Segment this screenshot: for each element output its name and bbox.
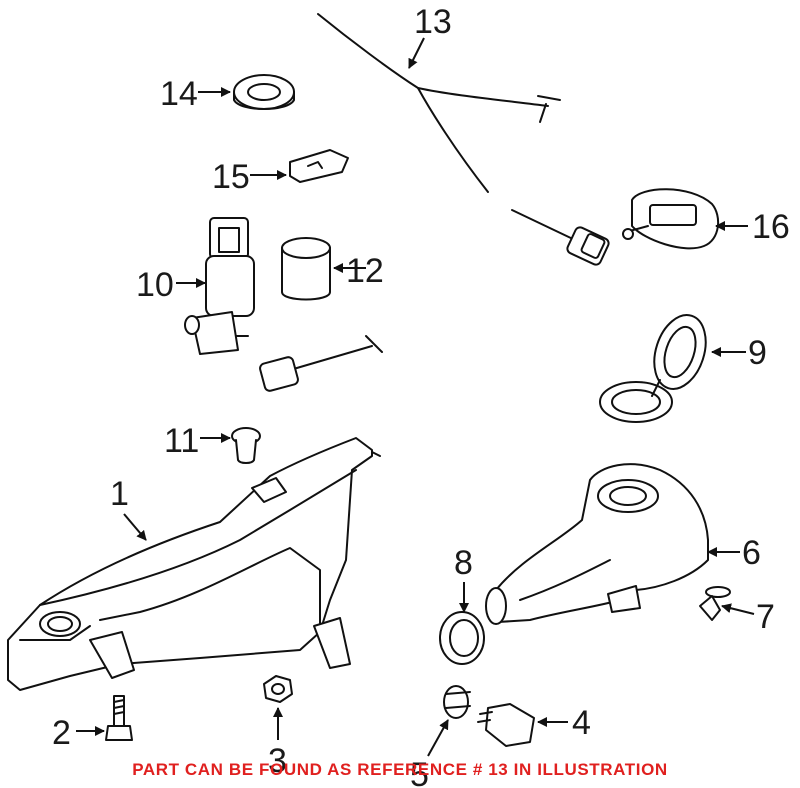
callout-1: 1	[110, 475, 147, 541]
callout-14: 14	[160, 75, 231, 113]
hex-nut	[263, 675, 293, 703]
callout-6: 6	[707, 534, 761, 572]
callout-number-14: 14	[160, 75, 198, 113]
filler-neck	[485, 463, 709, 625]
grommet	[233, 74, 295, 110]
pump-grommet	[443, 685, 471, 719]
grommet-plug	[231, 427, 261, 464]
callout-12: 12	[333, 252, 384, 290]
seal-ring	[439, 611, 485, 665]
pump-seal	[281, 237, 331, 301]
pump-connector	[259, 335, 383, 392]
clip	[289, 149, 349, 183]
callout-9: 9	[711, 334, 767, 372]
callout-number-16: 16	[752, 208, 790, 246]
washer-nozzle	[622, 188, 720, 250]
callout-number-6: 6	[742, 534, 761, 572]
callout-2: 2	[52, 714, 105, 752]
callout-number-12: 12	[346, 252, 384, 290]
callout-number-10: 10	[136, 266, 174, 304]
callout-5: 5	[410, 719, 449, 788]
callout-number-1: 1	[110, 475, 129, 513]
wiring-harness	[317, 13, 610, 266]
callout-number-9: 9	[748, 334, 767, 372]
callout-number-3: 3	[268, 742, 287, 780]
callout-4: 4	[537, 704, 591, 742]
callout-number-11: 11	[164, 422, 199, 460]
callout-number-13: 13	[414, 3, 452, 41]
washer-reservoir	[7, 437, 381, 691]
reference-caption: PART CAN BE FOUND AS REFERENCE # 13 IN I…	[132, 760, 668, 779]
callout-11: 11	[164, 422, 231, 460]
filler-cap	[599, 314, 707, 423]
callout-16: 16	[715, 208, 790, 246]
callout-3: 3	[268, 707, 287, 780]
callout-number-8: 8	[454, 544, 473, 582]
push-pin	[699, 586, 731, 621]
callout-number-2: 2	[52, 714, 71, 752]
callout-number-15: 15	[212, 158, 250, 196]
callout-13: 13	[408, 3, 452, 69]
callout-number-4: 4	[572, 704, 591, 742]
washer-pump	[184, 217, 255, 355]
level-sensor	[477, 703, 535, 747]
callout-8: 8	[454, 544, 473, 613]
callout-7: 7	[721, 598, 775, 636]
callout-10: 10	[136, 266, 206, 304]
callout-number-5: 5	[410, 756, 429, 788]
callout-number-7: 7	[756, 598, 775, 636]
callout-15: 15	[212, 158, 287, 196]
mounting-bolt	[105, 695, 133, 741]
